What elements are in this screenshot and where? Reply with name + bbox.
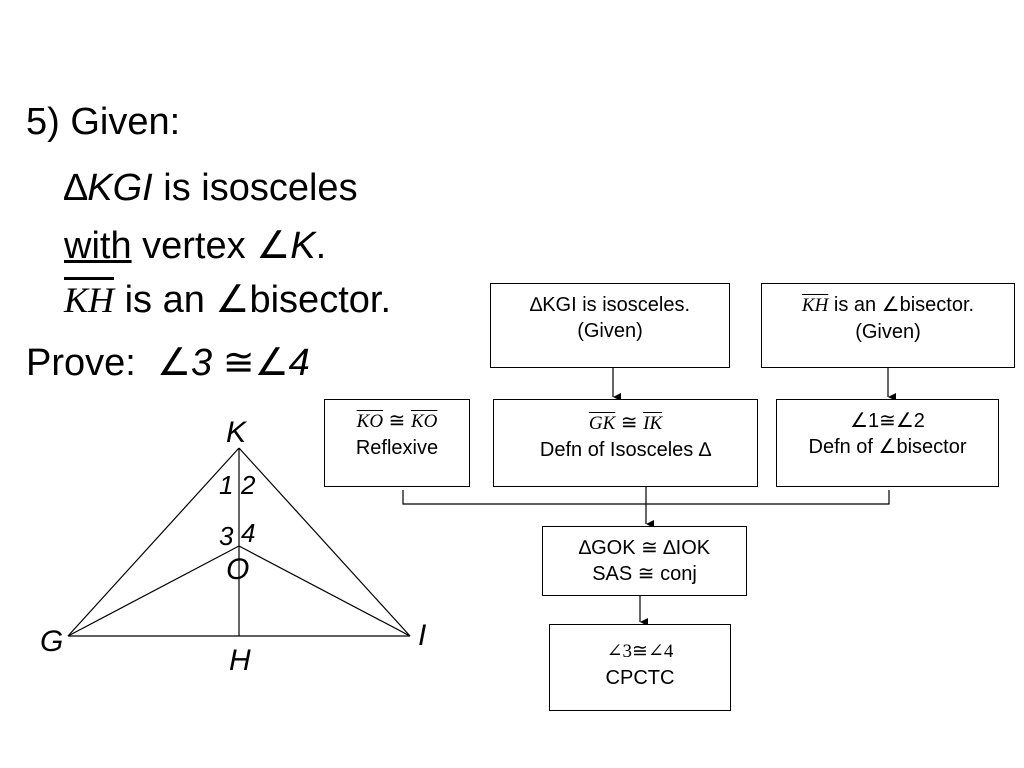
prove-statement: Prove: ∠3 ≅∠4 <box>26 340 310 385</box>
flow-box-given-bisector: KH is an ∠bisector. (Given) <box>761 283 1015 368</box>
vertex-h-label: H <box>229 644 251 677</box>
isosceles-text: is isosceles <box>152 167 358 209</box>
segment-kh: KH <box>64 280 115 320</box>
angle-symbol: ∠ <box>215 279 250 321</box>
triangle-symbol: ∆ <box>64 167 88 209</box>
congruent-symbol: ≅ <box>615 412 644 434</box>
point-o-label: O <box>226 553 250 586</box>
given-statement-isosceles: ∆KGI is isosceles <box>64 167 358 210</box>
box-statement-text: is an ∠bisector. <box>828 294 975 316</box>
segment-ko-a: KO <box>356 411 384 432</box>
segment-ik: IK <box>643 413 663 434</box>
prove-angle-3: 3 <box>191 342 213 384</box>
vertex-name: K <box>290 225 316 267</box>
bisector-text: bisector. <box>249 279 392 321</box>
angle-3-label: 3 <box>219 521 234 551</box>
box-statement: KH is an ∠bisector. <box>802 292 974 319</box>
flow-box-cpctc: ∠3≅∠4 CPCTC <box>549 624 731 711</box>
triangle-name: KGI <box>87 167 153 209</box>
segment-ko-b: KO <box>410 411 438 432</box>
box-statement: ∠1≅∠2 <box>850 410 925 432</box>
vertex-text: vertex <box>131 225 257 267</box>
box-statement: ∆GOK ≅ ∆IOK <box>578 537 711 559</box>
angle-symbol: ∠ <box>256 225 291 267</box>
period: . <box>315 225 327 267</box>
segment-go <box>67 545 240 637</box>
angle-symbol: ∠ <box>254 342 289 384</box>
angle-4-label: 4 <box>241 518 256 548</box>
given-statement-vertex: with vertex ∠K. <box>64 223 326 268</box>
box-statement: ∆KGI is isosceles. <box>529 294 691 316</box>
prove-label: Prove: <box>26 342 136 384</box>
box-reason: (Given) <box>855 321 921 343</box>
congruent-symbol: ≅ <box>222 342 255 384</box>
flow-box-bisector-def: ∠1≅∠2 Defn of ∠bisector <box>776 399 999 487</box>
side-ki <box>238 447 411 637</box>
congruent-symbol: ≅ <box>383 410 411 432</box>
given-statement-bisector: KH is an ∠bisector. <box>64 277 391 322</box>
box-reason: Defn of ∠bisector <box>808 436 967 458</box>
box-statement: ∠3≅∠4 <box>606 641 674 662</box>
flow-box-sas: ∆GOK ≅ ∆IOK SAS ≅ conj <box>542 526 747 596</box>
segment-gk: GK <box>588 413 616 434</box>
flow-box-given-isosceles: ∆KGI is isosceles. (Given) <box>490 283 730 368</box>
vertex-g-label: G <box>40 625 64 658</box>
box-statement: KO ≅ KO <box>357 408 438 435</box>
box-statement: GK ≅ IK <box>589 410 662 437</box>
flow-box-isosceles-def: GK ≅ IK Defn of Isosceles ∆ <box>493 399 758 487</box>
angle-symbol: ∠ <box>156 342 192 384</box>
box-reason: Defn of Isosceles ∆ <box>539 439 712 461</box>
given-heading: 5) Given: <box>26 101 181 143</box>
vertex-k-label: K <box>226 416 247 449</box>
box-reason: SAS ≅ conj <box>592 563 697 585</box>
triangle-figure <box>67 447 411 637</box>
segment-io <box>238 545 411 637</box>
side-kg <box>67 447 240 637</box>
prove-angle-4: 4 <box>288 342 310 384</box>
segment-kh: KH <box>801 295 829 316</box>
is-an-text: is an <box>114 279 216 321</box>
angle-2-label: 2 <box>241 470 256 500</box>
flow-connectors <box>402 368 896 626</box>
box-reason: (Given) <box>577 320 643 342</box>
flow-box-reflexive: KO ≅ KO Reflexive <box>324 399 470 487</box>
box-reason: CPCTC <box>605 667 675 689</box>
angle-1-label: 1 <box>219 470 234 500</box>
box-reason: Reflexive <box>355 437 439 459</box>
with-word: with <box>64 225 132 267</box>
vertex-i-label: I <box>418 619 427 652</box>
